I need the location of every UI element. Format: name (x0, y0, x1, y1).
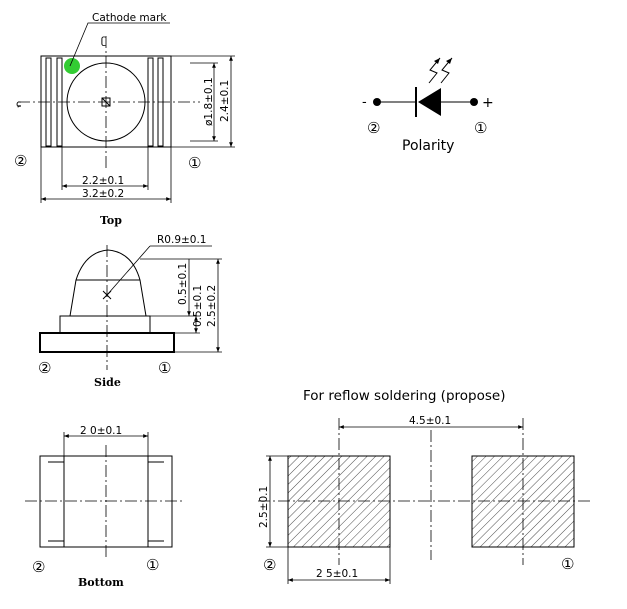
diode-triangle (418, 88, 441, 116)
pad-height-dim: 2.5±0.1 (258, 486, 270, 528)
inner-width-dim: 2.2±0.1 (82, 175, 124, 187)
bottom-pin-1: ① (146, 556, 159, 574)
polarity-title: Polarity (402, 138, 454, 154)
side-dome (69, 249, 147, 317)
top-pin-1: ① (188, 154, 201, 172)
polarity-pin-2: ② (367, 119, 380, 137)
soldering-pattern: For reflow soldering (propose) 4.5±0.1 2… (258, 388, 590, 584)
side-pin-2: ② (38, 359, 51, 377)
bottom-width-dim: 2 0±0.1 (80, 425, 122, 437)
top-pin-2: ② (14, 152, 27, 170)
cathode-mark-label: Cathode mark (92, 12, 167, 24)
bottom-left-pad (39, 455, 65, 548)
bottom-caption: Bottom (78, 576, 124, 589)
soldering-title: For reflow soldering (propose) (303, 388, 505, 404)
body-height-dim: 2.4±0.1 (219, 80, 231, 122)
pad-pitch-dim: 4.5±0.1 (409, 415, 451, 427)
polarity-pin-1: ① (474, 119, 487, 137)
pad-width-dim: 2 5±0.1 (316, 568, 358, 580)
bottom-right-pad (147, 455, 173, 548)
bottom-pin-2: ② (32, 558, 45, 576)
polarity-minus: - (362, 95, 367, 110)
solder-pin-1: ① (561, 555, 574, 573)
radius-dim: R0.9±0.1 (157, 234, 207, 246)
polarity-symbol: - + ② ① Polarity (362, 57, 494, 154)
solder-pin-2: ② (263, 556, 276, 574)
outer-width-dim: 3.2±0.2 (82, 188, 124, 200)
side-dim-total: 2.5±0.2 (206, 285, 218, 327)
bottom-view: 2 0±0.1 ② ① Bottom (25, 425, 185, 589)
dome-diameter-dim: ø1.8±0.1 (203, 77, 215, 126)
cathode-mark (64, 58, 80, 74)
side-dim-b: 0.5±0.1 (192, 285, 204, 327)
top-caption: Top (100, 214, 122, 227)
side-caption: Side (94, 376, 121, 389)
svg-text:ɕ: ɕ (16, 99, 22, 110)
svg-text:ʗ: ʗ (101, 36, 106, 47)
side-view: R0.9±0.1 0.5±0.1 0.5±0.1 2.5±0.2 ② ① Sid… (38, 234, 222, 389)
top-view: ʗ ɕ Cathode mark ø1.8±0.1 2.4±0.1 2.2±0.… (14, 12, 235, 227)
emission-arrow-1 (428, 57, 441, 84)
side-dim-a: 0.5±0.1 (177, 263, 189, 305)
side-pin-1: ① (158, 359, 171, 377)
emission-arrow-2 (440, 57, 453, 84)
cathode-dot (470, 98, 478, 106)
polarity-plus: + (482, 95, 494, 111)
side-mold (59, 315, 151, 334)
